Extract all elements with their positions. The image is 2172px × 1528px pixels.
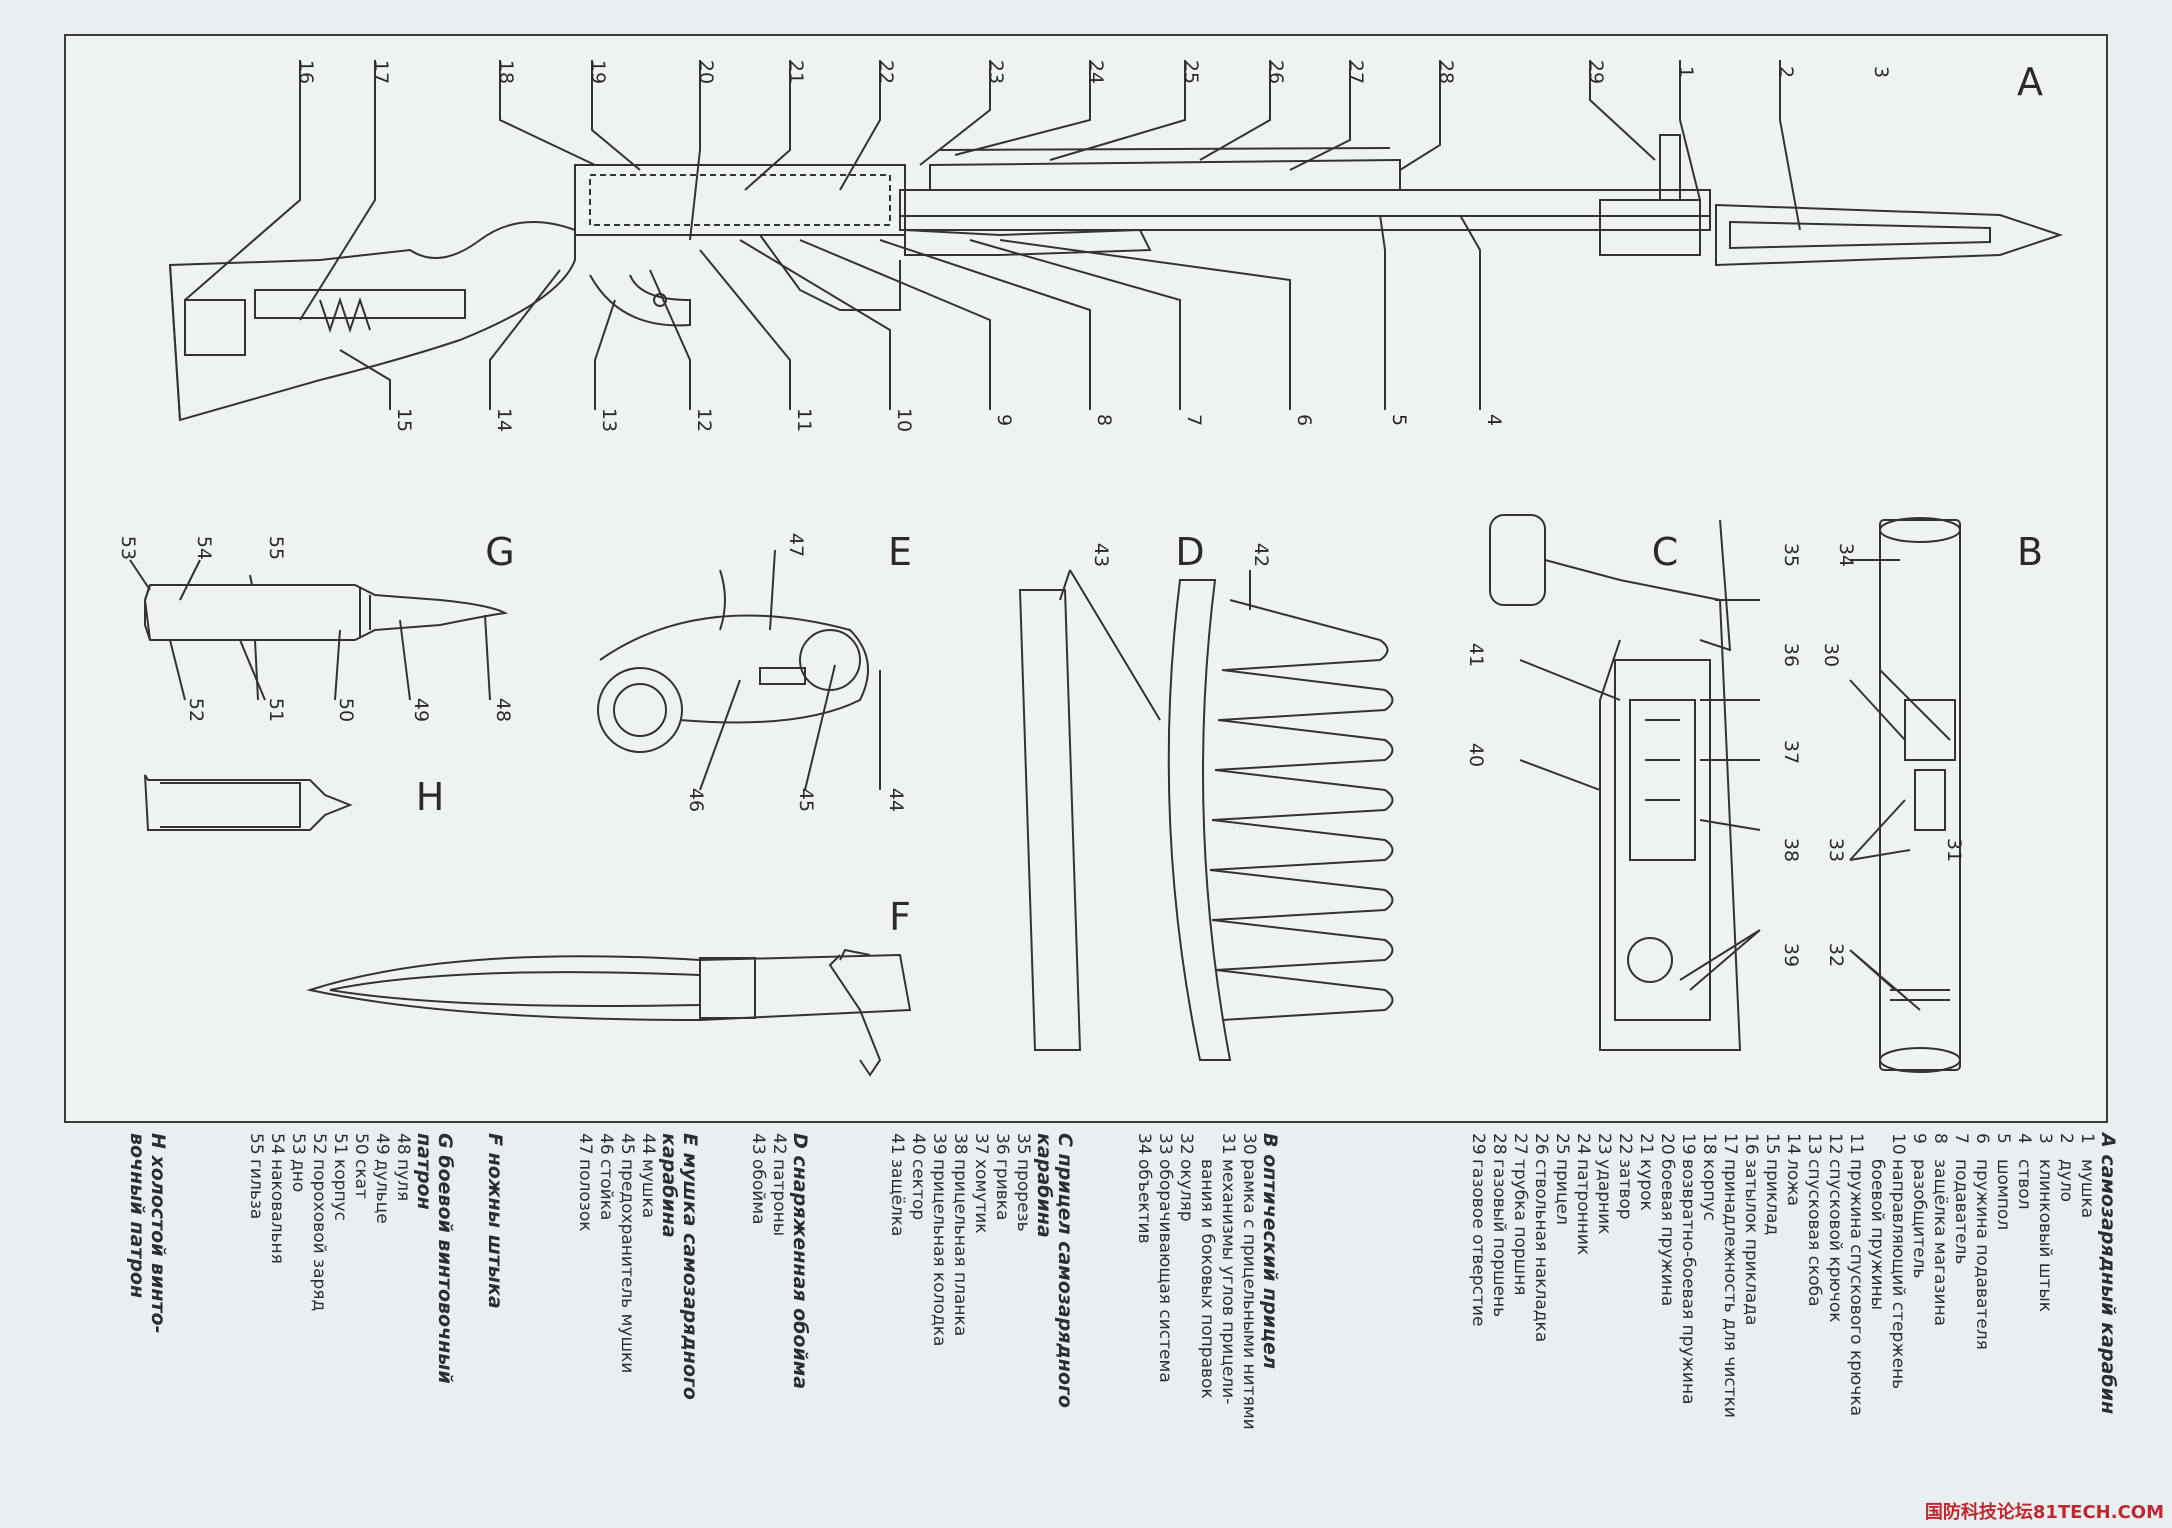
callout-number: 24: [1085, 60, 1107, 84]
callout-number: 41: [1465, 643, 1487, 667]
callout-number: 19: [587, 60, 609, 84]
callout-number: 54: [193, 536, 215, 560]
section-label-d: D: [1175, 530, 1204, 574]
bayonet-sheath-drawing: [306, 948, 912, 1077]
callout-number: 33: [1825, 838, 1847, 862]
callout-number: 50: [335, 698, 357, 722]
callout-number: 4: [1483, 414, 1505, 426]
callout-number: 25: [1180, 60, 1202, 84]
callout-number: 49: [410, 698, 432, 722]
callout-number: 32: [1825, 943, 1847, 967]
callout-number: 7: [1183, 414, 1205, 426]
rear-sight-drawing: [1489, 514, 1761, 1051]
callout-number: 23: [985, 60, 1007, 84]
section-label-c: C: [1652, 530, 1679, 574]
callout-number: 39: [1780, 943, 1802, 967]
callout-number: 51: [265, 698, 287, 722]
callout-number: 37: [1780, 740, 1802, 764]
callout-number: 1: [1675, 66, 1697, 78]
callout-number: 48: [492, 698, 514, 722]
callout-number: 22: [875, 60, 897, 84]
section-label-b: B: [2017, 530, 2043, 574]
live-cartridge-drawing: [129, 559, 509, 701]
callout-number: 35: [1780, 543, 1802, 567]
callout-number: 28: [1435, 60, 1457, 84]
callout-number: 18: [495, 60, 517, 84]
callout-number: 38: [1780, 838, 1802, 862]
section-label-a: A: [2017, 60, 2043, 104]
callout-number: 21: [785, 60, 807, 84]
callout-number: 34: [1835, 543, 1857, 567]
callout-number: 11: [793, 408, 815, 432]
callout-number: 5: [1388, 414, 1410, 426]
callout-number: 20: [695, 60, 717, 84]
callout-number: 40: [1465, 743, 1487, 767]
watermark: 国防科技论坛81TECH.COM: [1924, 1502, 2164, 1523]
callout-number: 6: [1293, 414, 1315, 426]
callout-number: 43: [1090, 543, 1112, 567]
callout-number: 42: [1250, 543, 1272, 567]
callout-number: 36: [1780, 643, 1802, 667]
callout-number: 3: [1870, 66, 1892, 78]
callout-number: 26: [1265, 60, 1287, 84]
callout-number: 12: [693, 408, 715, 432]
callout-number: 9: [993, 414, 1015, 426]
section-label-e: E: [888, 530, 912, 574]
callout-number: 46: [685, 788, 707, 812]
callout-number: 30: [1820, 643, 1842, 667]
carbine-drawing: [168, 60, 2064, 422]
callout-number: 52: [185, 698, 207, 722]
callout-number: 16: [295, 60, 317, 84]
section-label-h: H: [416, 775, 445, 819]
blank-cartridge-drawing: [144, 774, 353, 831]
charged-clip-drawing: [1018, 569, 1394, 1061]
callout-number: 31: [1943, 838, 1965, 862]
callout-number: 15: [393, 408, 415, 432]
callout-number: 45: [795, 788, 817, 812]
callout-number: 10: [893, 408, 915, 432]
callout-number: 2: [1775, 66, 1797, 78]
callout-number: 17: [370, 60, 392, 84]
front-sight-drawing: [597, 549, 881, 791]
callout-number: 13: [598, 408, 620, 432]
section-label-g: G: [485, 530, 514, 574]
callout-number: 27: [1345, 60, 1367, 84]
callout-number: 53: [117, 536, 139, 560]
callout-number: 29: [1585, 60, 1607, 84]
callout-number: 8: [1093, 414, 1115, 426]
callout-number: 47: [785, 533, 807, 557]
optical-sight-drawing: [1849, 517, 1961, 1073]
callout-number: 14: [493, 408, 515, 432]
callout-number: 44: [885, 788, 907, 812]
callout-number: 55: [265, 536, 287, 560]
section-label-f: F: [889, 895, 911, 939]
